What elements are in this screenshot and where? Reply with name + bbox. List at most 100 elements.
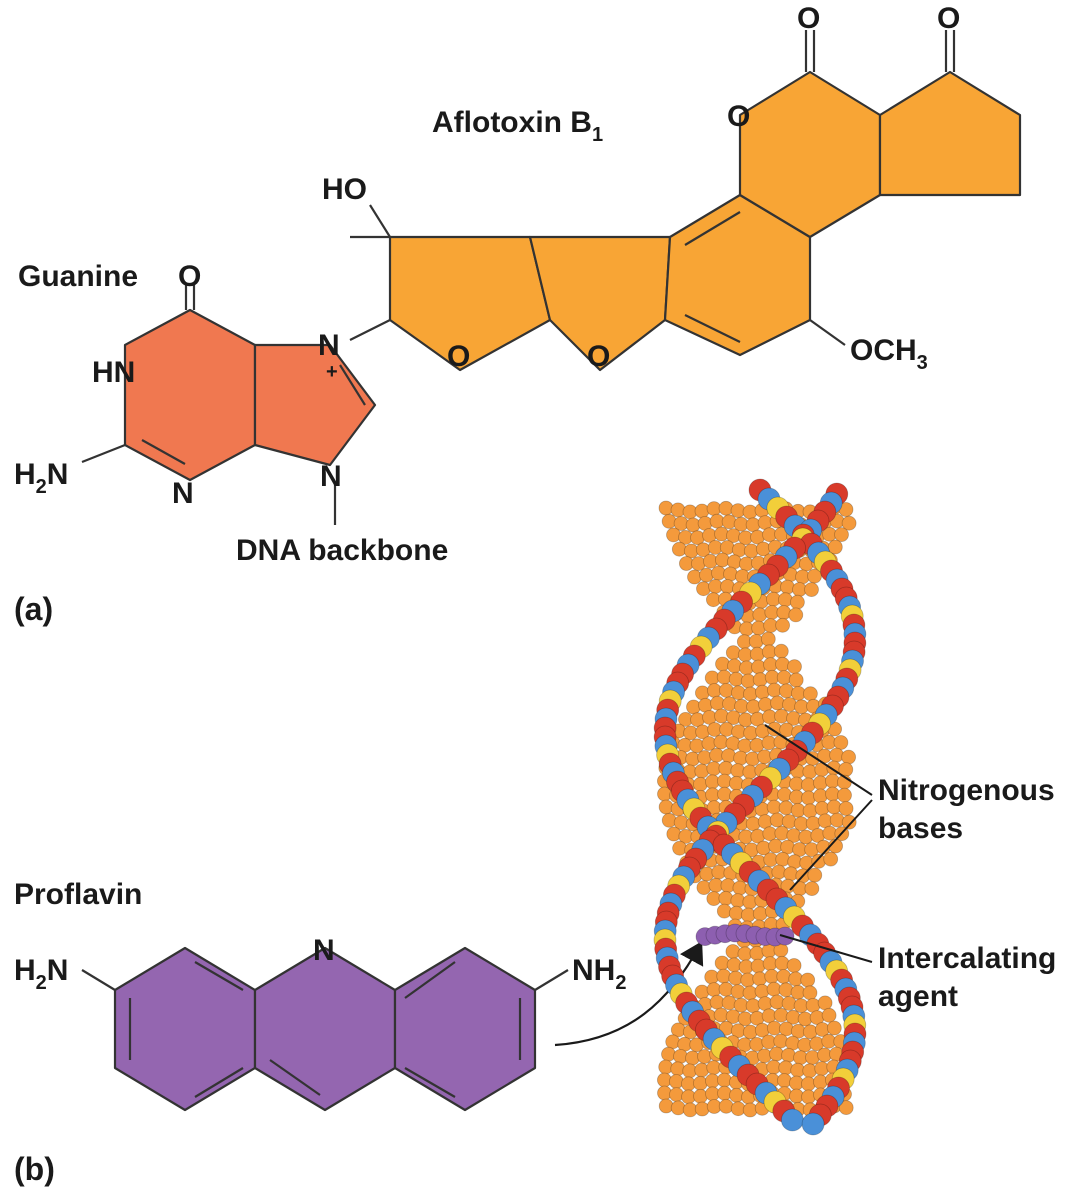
base-pair-atom	[755, 684, 770, 700]
base-pair-atom	[778, 592, 793, 608]
base-pair-atom	[773, 643, 789, 659]
base-pair-atom	[723, 566, 738, 582]
base-pair-atom	[719, 540, 735, 555]
base-pair-atom	[726, 957, 742, 973]
guanine-n7: N	[318, 329, 340, 362]
nitrogenous-label-line1: Nitrogenous	[878, 774, 1055, 807]
base-pair-atom	[752, 971, 768, 987]
base-pair-atom	[804, 881, 820, 896]
base-pair-atom	[670, 1061, 686, 1077]
base-pair-atom	[805, 1050, 820, 1065]
base-pair-atom	[696, 880, 712, 895]
base-pair-atom	[666, 826, 682, 842]
base-pair-atom	[669, 1087, 684, 1102]
base-pair-atom	[748, 634, 764, 649]
base-pair-atom	[717, 773, 732, 789]
base-pair-atom	[823, 851, 839, 867]
base-pair-atom	[720, 579, 735, 594]
base-pair-atom	[827, 539, 843, 555]
aflotoxin-label: Aflotoxin B1	[432, 106, 603, 146]
base-pair-atom	[719, 683, 734, 698]
base-pair-atom	[694, 984, 710, 1000]
backbone-atom	[801, 1112, 825, 1136]
base-pair-atom	[774, 708, 789, 724]
intercalation-arrow	[554, 941, 704, 1047]
base-pair-atom	[838, 801, 854, 816]
base-pair-atom	[775, 656, 790, 672]
guanine-n9: N	[320, 460, 342, 493]
base-pair-atom	[694, 763, 710, 779]
base-pair-atom	[841, 749, 856, 765]
pyrimidine-ring	[123, 308, 257, 482]
base-pair-atom	[807, 867, 823, 883]
base-pair-atom	[716, 903, 732, 919]
base-pair-atom	[811, 853, 827, 869]
base-pair-atom	[821, 1007, 837, 1023]
guanine-n7-charge: +	[326, 361, 338, 383]
aflotoxin-ring-o: O	[727, 100, 750, 133]
base-pair-atom	[802, 764, 818, 780]
base-pair-atom	[754, 983, 770, 999]
base-pair-atom	[695, 685, 710, 701]
base-pair-atom	[717, 1085, 732, 1101]
base-pair-atom	[745, 517, 761, 533]
backbone-atom	[781, 1108, 804, 1132]
base-pair-atom	[693, 776, 708, 792]
base-pair-atom	[778, 800, 794, 816]
panel-b-label: (b)	[14, 1151, 55, 1187]
furan-o-right: O	[587, 340, 610, 373]
base-pair-atom	[752, 607, 768, 623]
base-pair-atom	[760, 631, 776, 647]
base-pair-atom	[694, 503, 710, 519]
nitrogenous-label-line2: bases	[878, 812, 963, 845]
base-pair-atom	[817, 995, 833, 1011]
nitrogenous-leader	[764, 724, 873, 891]
base-pair-atom	[781, 996, 797, 1011]
base-pair-atom	[802, 803, 818, 819]
acridine-ring-middle	[253, 946, 397, 1112]
base-pair-atom	[669, 1074, 684, 1089]
base-pair-atom	[782, 697, 797, 712]
base-pair-atom	[775, 851, 791, 867]
base-pair-atom	[790, 594, 805, 610]
hydroxyl-label: HO	[322, 173, 367, 206]
furan-ring-right	[528, 235, 672, 372]
base-pair-atom	[775, 617, 790, 633]
base-pair-atom	[721, 995, 737, 1011]
intercalating-label-line2: agent	[878, 980, 958, 1013]
base-pair-atom	[751, 659, 766, 675]
base-pair-atom	[752, 906, 768, 922]
base-pair-atom	[786, 958, 802, 973]
base-pair-atom	[719, 722, 734, 737]
base-pair-atom	[693, 1088, 708, 1104]
acridine-ring-left	[113, 946, 257, 1112]
guanine-carbonyl-o: O	[178, 260, 201, 293]
base-pair-atom	[725, 645, 741, 660]
proflavin-label: Proflavin	[14, 878, 142, 911]
base-pair-atom	[661, 812, 677, 828]
base-pair-atom	[661, 513, 677, 529]
base-pair-atom	[774, 825, 790, 841]
furan-ring-left	[388, 235, 552, 372]
base-pair-atom	[804, 582, 819, 597]
base-pair-atom	[773, 734, 789, 750]
panel-a-label: (a)	[14, 591, 53, 627]
aflotoxin-carbonyl-o1: O	[797, 2, 820, 35]
base-pair-atom	[826, 1020, 842, 1036]
base-pair-atom	[776, 969, 792, 984]
base-pair-atom	[721, 514, 737, 530]
base-pair-atom	[773, 1033, 789, 1049]
base-pair-atom	[773, 1007, 789, 1023]
base-pair-atom	[697, 750, 712, 765]
base-pair-atom	[752, 672, 768, 688]
proflavin-right-amine: NH2	[572, 954, 626, 994]
base-pair-atom	[751, 620, 766, 636]
base-pair-atom	[694, 1101, 710, 1117]
base-pair-atom	[829, 812, 845, 828]
base-pair-atom	[800, 972, 816, 988]
base-pair-atom	[783, 866, 799, 882]
base-pair-atom	[837, 787, 852, 803]
base-pair-atom	[745, 816, 761, 832]
dna-helix-model	[653, 478, 867, 1136]
